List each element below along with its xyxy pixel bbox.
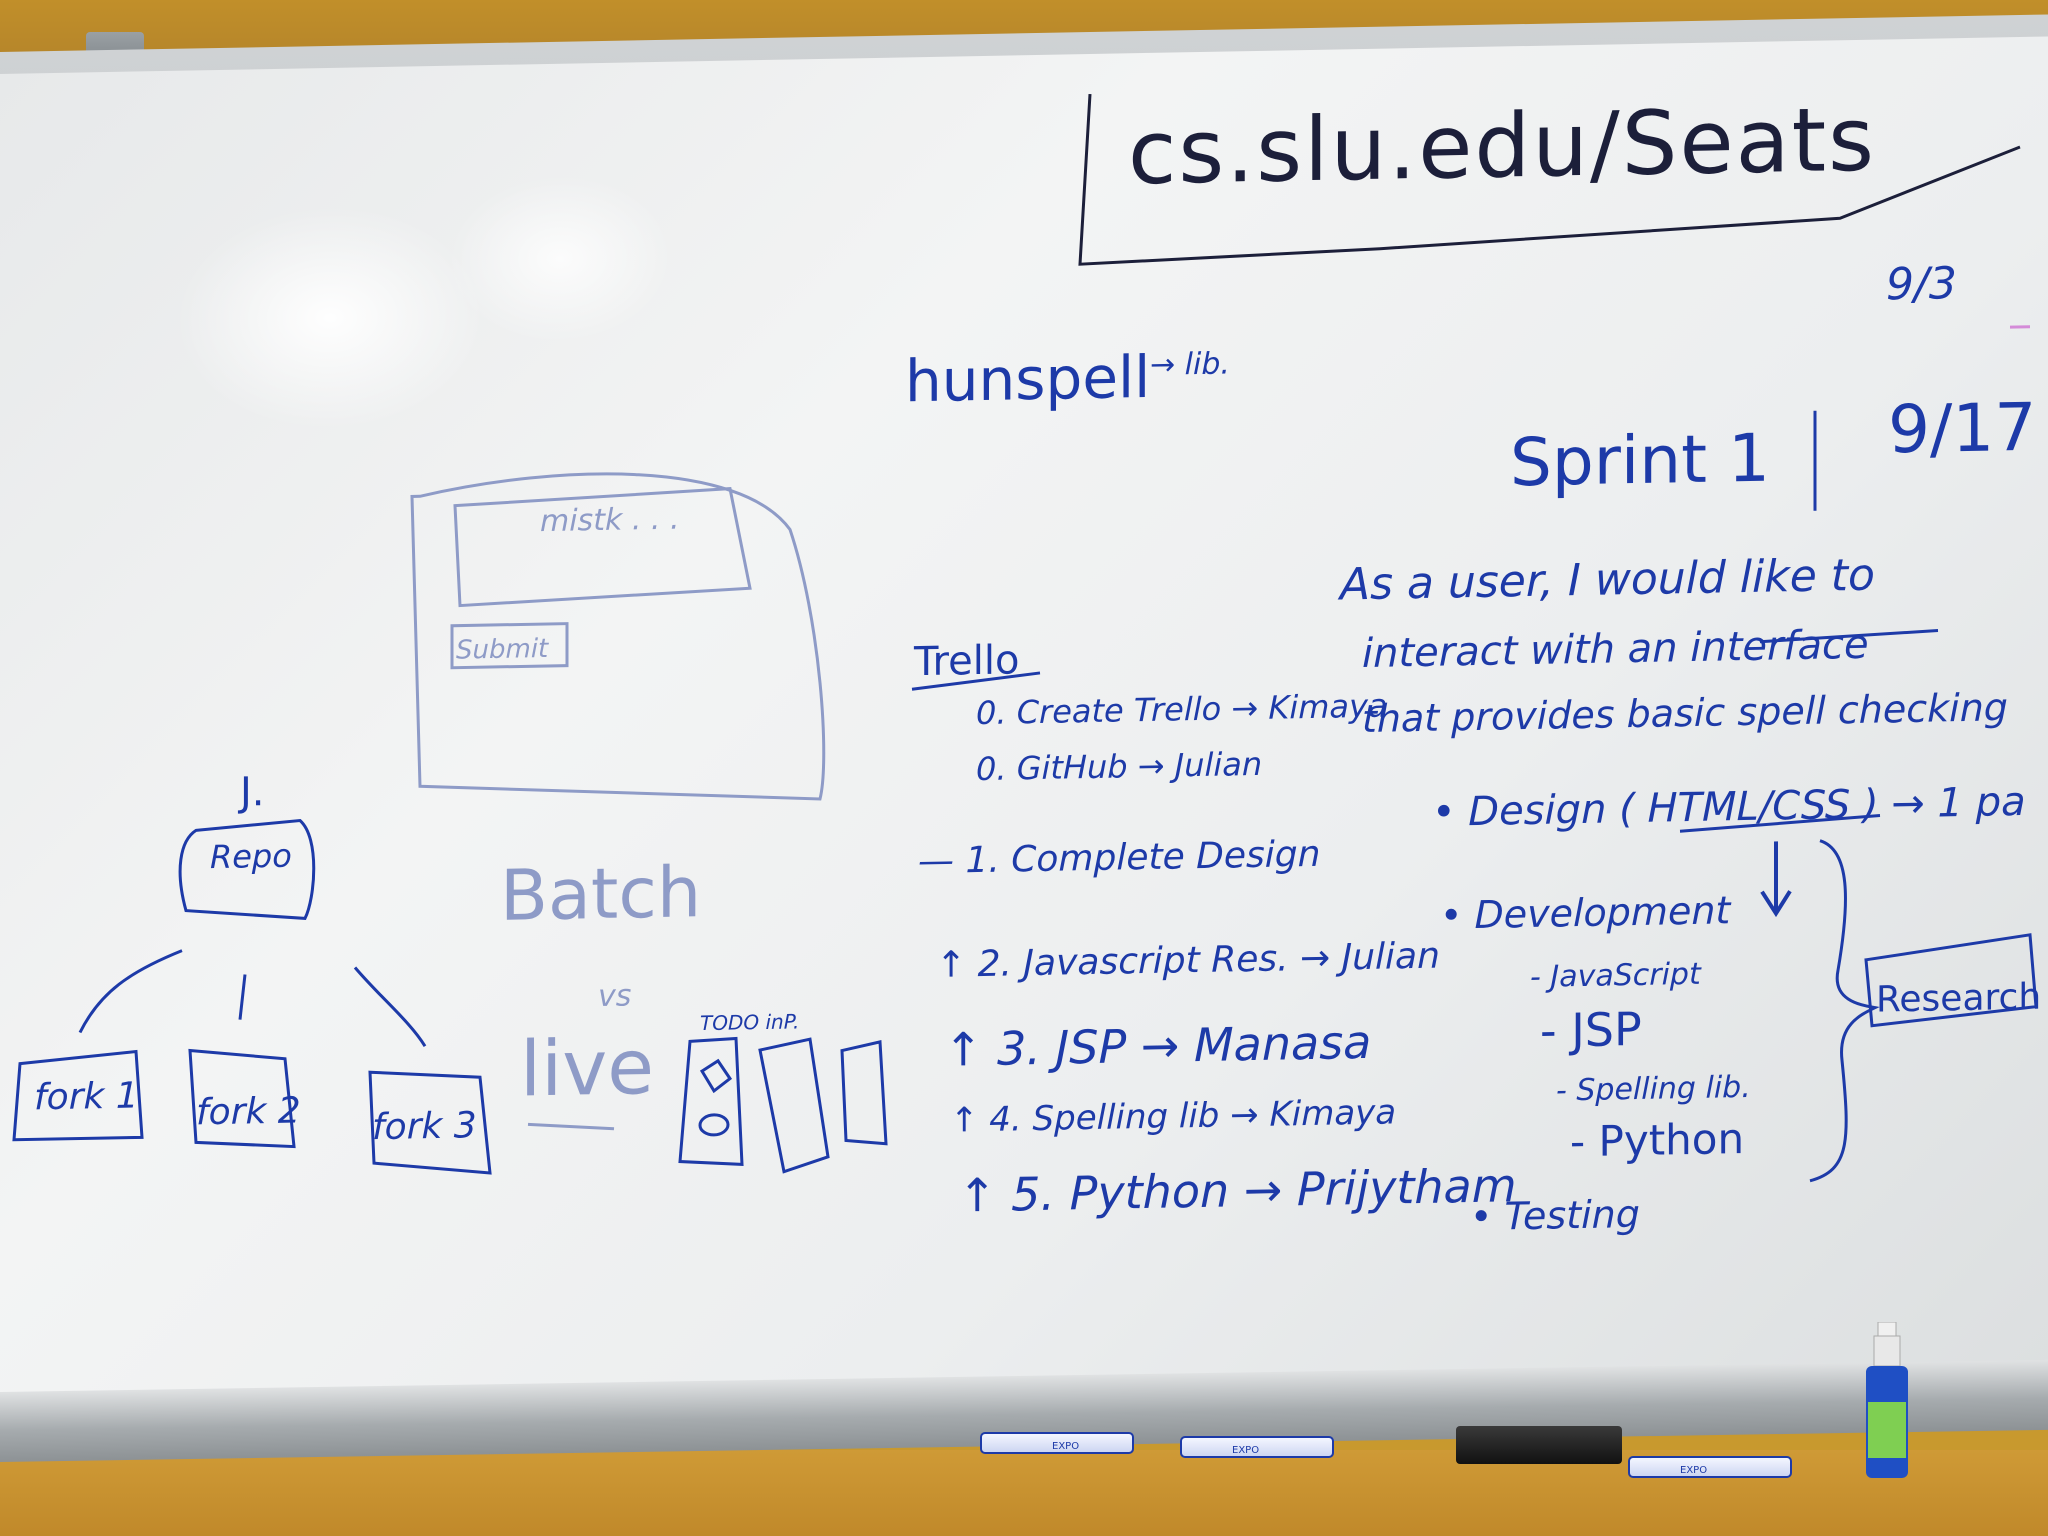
- eraser[interactable]: [1456, 1426, 1622, 1464]
- whiteboard: cs.slu.edu/Seats 9/3 hunspell → lib. Spr…: [0, 36, 2048, 1415]
- marker-2-label: EXPO: [1232, 1445, 1260, 1456]
- marker-1[interactable]: EXPO: [980, 1432, 1134, 1454]
- marker-3[interactable]: EXPO: [1628, 1456, 1792, 1478]
- marker-3-label: EXPO: [1680, 1465, 1708, 1476]
- marker-strokes: [12, 93, 2038, 1183]
- cleaner-spray-bottle[interactable]: [1862, 1322, 1912, 1482]
- marker-1-label: EXPO: [1052, 1441, 1080, 1452]
- marker-2[interactable]: EXPO: [1180, 1436, 1334, 1458]
